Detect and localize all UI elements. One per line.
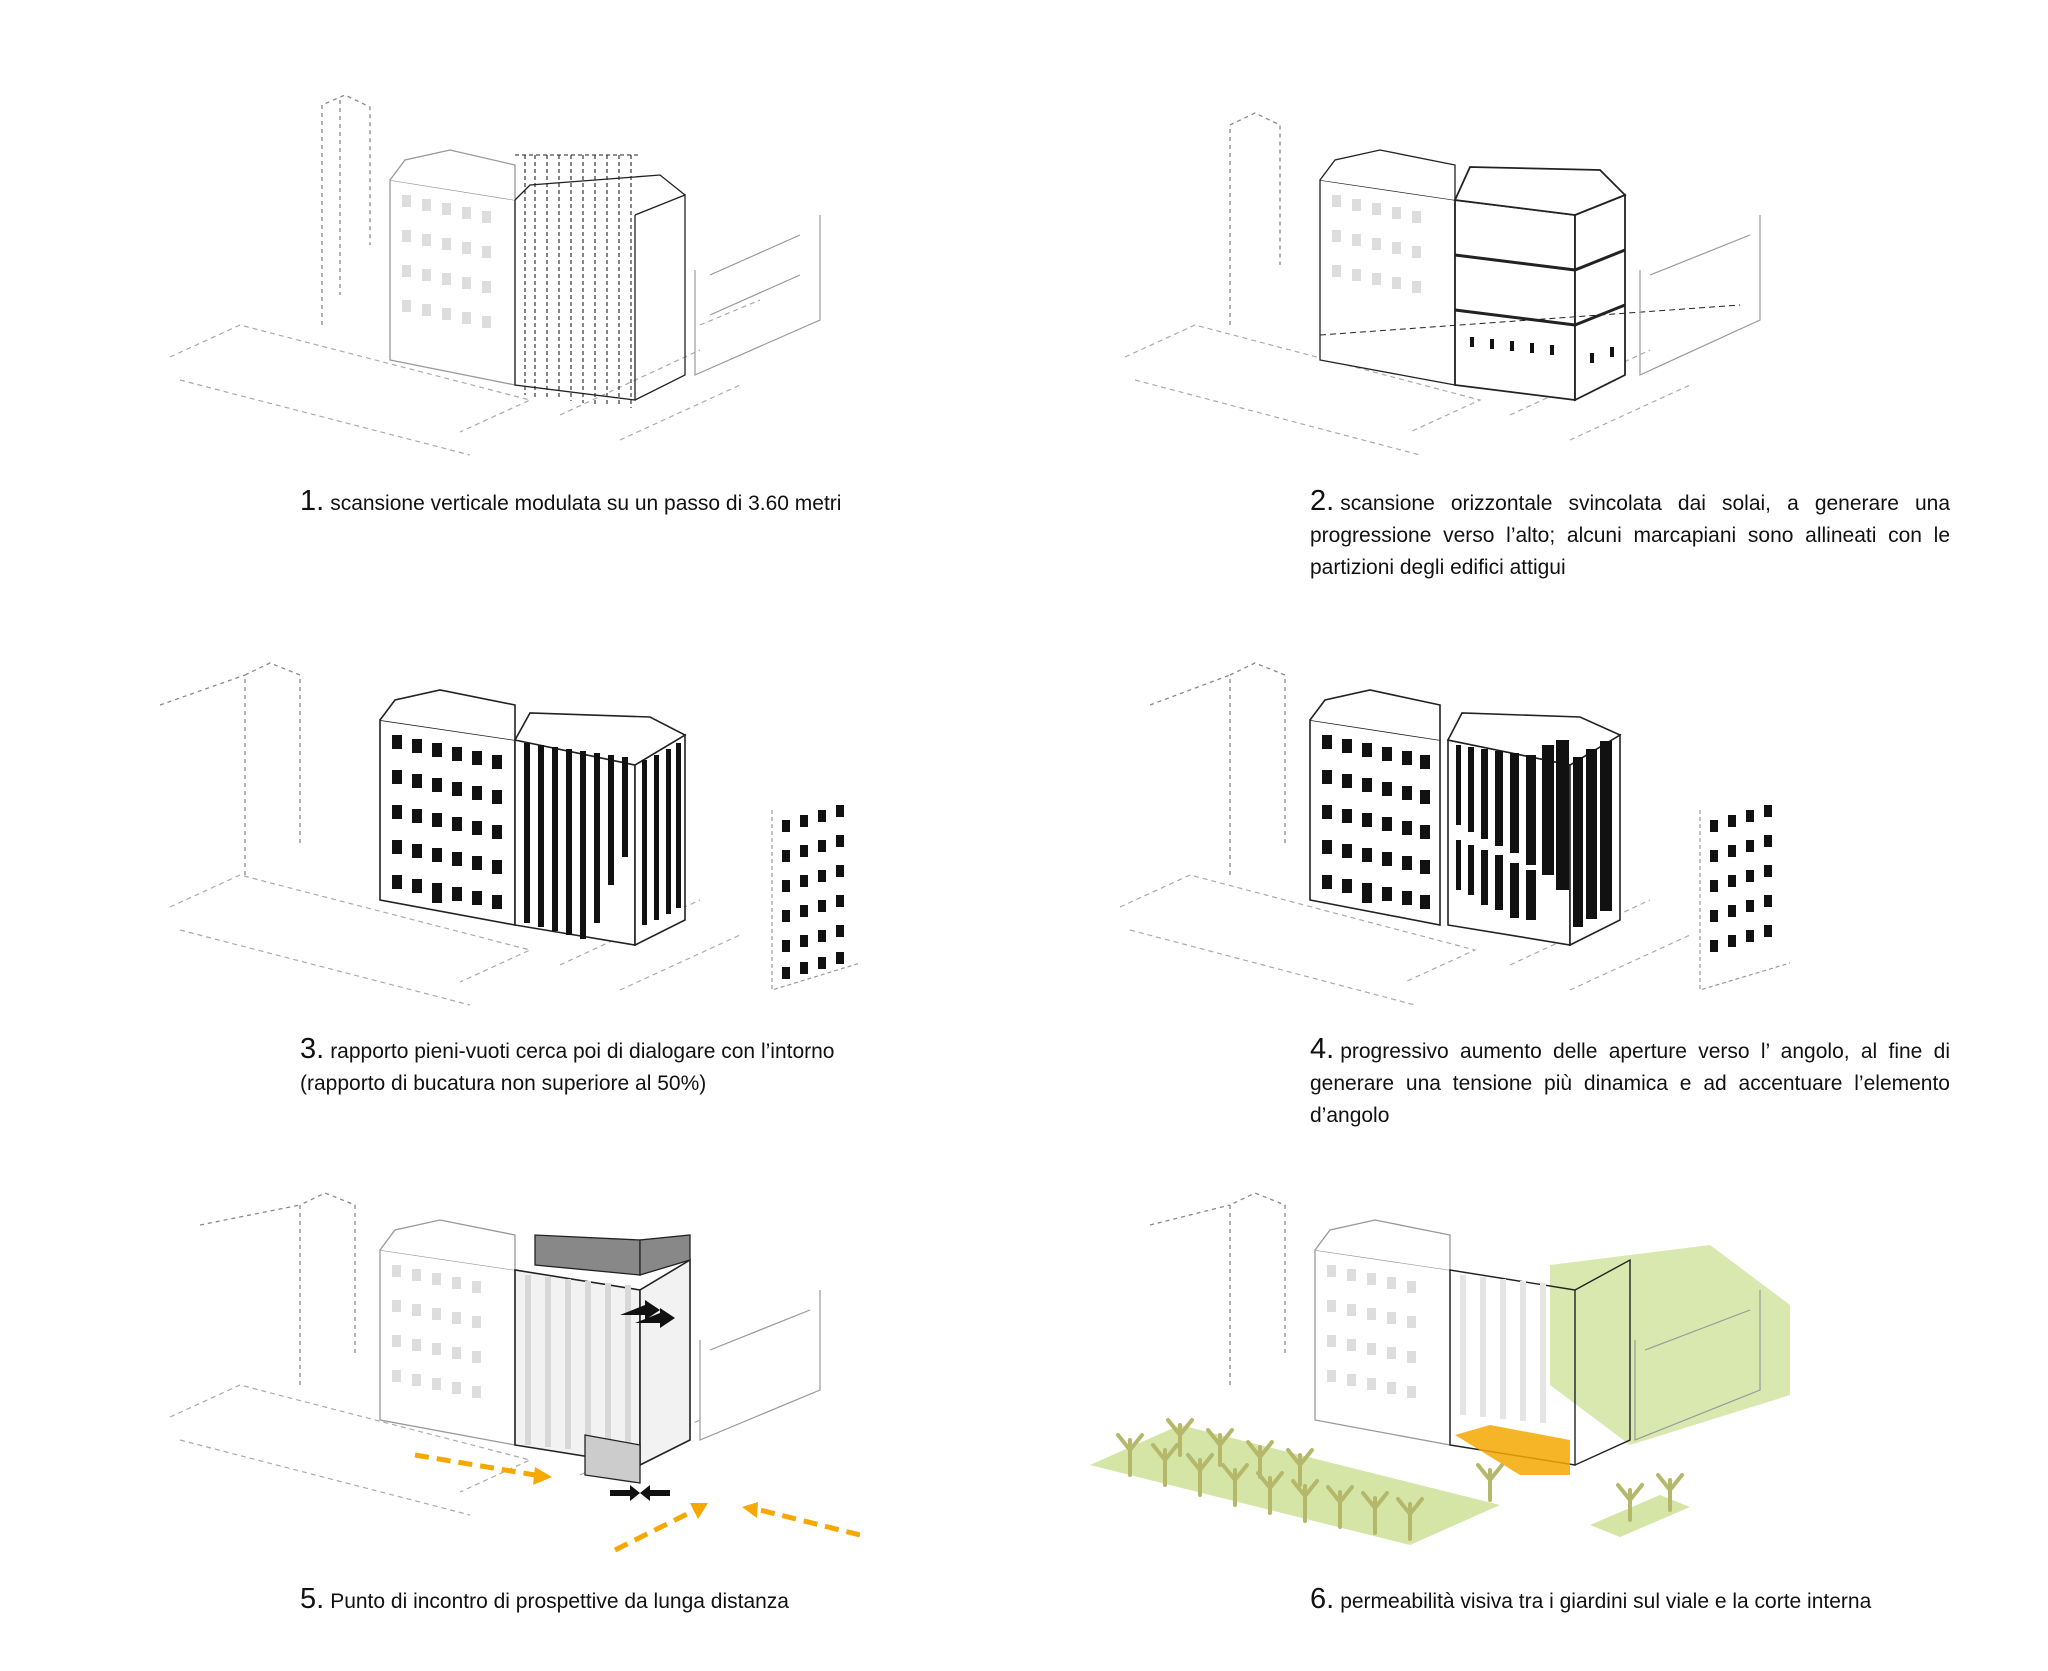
- diagram-5: [140, 1185, 860, 1565]
- caption-4: 4.progressivo aumento delle aperture ver…: [1310, 1033, 1950, 1127]
- caption-5: 5.Punto di incontro di prospettive da lu…: [300, 1583, 789, 1615]
- caption-3: 3.rapporto pieni-vuoti cerca poi di dial…: [300, 1033, 835, 1095]
- caption-1: 1.scansione verticale modulata su un pas…: [300, 485, 842, 517]
- diagram-6: [1070, 1185, 1790, 1565]
- diagram-1: [140, 95, 860, 475]
- diagram-2: [1070, 95, 1790, 475]
- caption-2: 2.scansione orizzontale svincolata dai s…: [1310, 485, 1950, 579]
- diagram-4: [1070, 645, 1790, 1025]
- caption-6: 6.permeabilità visiva tra i giardini sul…: [1310, 1583, 1872, 1615]
- diagram-3: [140, 645, 860, 1025]
